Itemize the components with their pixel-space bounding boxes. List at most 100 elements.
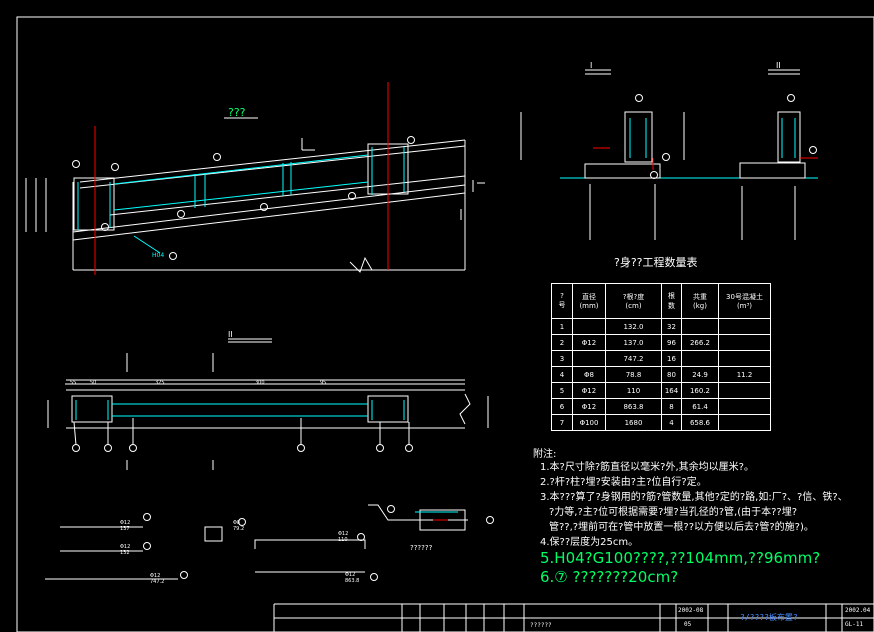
sheet-border — [16, 16, 874, 632]
cell-concrete — [718, 398, 771, 415]
cell-dia — [572, 318, 606, 335]
cell-dia: Φ12 — [572, 382, 606, 399]
dim-d5: 95 — [320, 380, 326, 386]
dim-d2: 50 — [90, 380, 96, 386]
plan-section-label: II — [228, 330, 233, 339]
notes-heading: 附注: — [533, 449, 557, 460]
rebar-a-2: Φ12 — [120, 544, 130, 550]
note-5: 5.H04?G100????,??104mm,??96mm? — [540, 549, 821, 567]
quantity-table: ? 号 直径 (mm) ?根?度 (cm) 根 数 共重 (kg) 30号混凝土… — [551, 283, 771, 431]
section-1-label: I — [590, 61, 592, 70]
cell-dia: Φ12 — [572, 398, 606, 415]
cell-weight: 160.2 — [681, 382, 719, 399]
elevation-view — [25, 82, 485, 275]
header-no: ? 号 — [551, 283, 573, 319]
cell-no: 3 — [551, 350, 573, 367]
rebar-r1: 79.2 — [233, 526, 244, 532]
cell-len: 863.8 — [605, 398, 662, 415]
header-dia: 直径 (mm) — [572, 283, 606, 319]
cell-no: 2 — [551, 334, 573, 351]
cell-len: 110 — [605, 382, 662, 399]
rebar-r5: 747.2 — [150, 579, 164, 585]
cell-concrete — [718, 318, 771, 335]
rebar-r3: 132 — [120, 550, 130, 556]
cell-count: 4 — [661, 414, 682, 431]
rebar-r4: 137 — [120, 526, 130, 532]
cell-no: 5 — [551, 382, 573, 399]
tb-project: ?????? — [530, 622, 552, 629]
cell-weight — [681, 318, 719, 335]
tb-sheet: GL-11 — [845, 621, 864, 628]
header-concrete: 30号混凝土 (m³) — [718, 283, 771, 319]
cell-count: 164 — [661, 382, 682, 399]
cell-count: 16 — [661, 350, 682, 367]
dim-d1: 55 — [70, 380, 76, 386]
cell-concrete — [718, 382, 771, 399]
note-6: 6.⑦ ???????20cm? — [540, 568, 679, 586]
cell-count: 96 — [661, 334, 682, 351]
cell-dia: Φ8 — [572, 366, 606, 383]
tb-subtitle: ?/????板布置? — [740, 613, 798, 622]
h04-label: H04 — [152, 252, 164, 259]
cell-concrete: 11.2 — [718, 366, 771, 383]
cell-count: 80 — [661, 366, 682, 383]
rebar-a-4: Φ12 — [338, 531, 348, 537]
cell-len: 747.2 — [605, 350, 662, 367]
note-3a: 3.本???算了?身钢用的?筋?管数量,其他?定的?路,如:厂?、?信、铁?、 — [540, 492, 848, 503]
rebar-a-1: Φ12 — [120, 520, 130, 526]
cell-len: 1680 — [605, 414, 662, 431]
note-2: 2.?杆?柱?埋?安装由?主?位自行?定。 — [540, 477, 707, 488]
plan-view — [47, 338, 489, 470]
rebar-a-3: Φ12 — [150, 573, 160, 579]
cell-weight — [681, 350, 719, 367]
cell-weight: 24.9 — [681, 366, 719, 383]
cell-dia: Φ12 — [572, 334, 606, 351]
title-block — [273, 603, 874, 632]
elevation-title: ??? — [228, 106, 246, 119]
rebar-details — [45, 504, 494, 581]
cell-count: 8 — [661, 398, 682, 415]
rebar-r2: 110 — [338, 537, 348, 543]
cell-len: 137.0 — [605, 334, 662, 351]
rebar-a-5: Φ12 — [345, 572, 355, 578]
table-title: ?身??工程数量表 — [614, 256, 698, 269]
header-len: ?根?度 (cm) — [605, 283, 662, 319]
tb-year: 2002.04 — [845, 607, 871, 614]
note-4: 4.保??层度为25cm。 — [540, 537, 639, 548]
cell-no: 7 — [551, 414, 573, 431]
rebar-b: Φ8 — [233, 520, 240, 526]
cell-weight: 61.4 — [681, 398, 719, 415]
cell-len: 132.0 — [605, 318, 662, 335]
header-weight: 共重 (kg) — [681, 283, 719, 319]
note-1: 1.本?尺寸除?筋直径以毫米?外,其余均以厘米?。 — [540, 462, 754, 473]
cell-weight: 658.6 — [681, 414, 719, 431]
cell-len: 78.8 — [605, 366, 662, 383]
bridge-label: ?????? — [410, 544, 433, 552]
section-2-label: II — [776, 61, 781, 70]
cell-concrete — [718, 350, 771, 367]
dim-d3: 325 — [155, 380, 165, 386]
note-3c: 管??,?埋前可在?管中放置一根??以方便以后去?管?的施?)。 — [549, 522, 814, 533]
header-count: 根 数 — [661, 283, 682, 319]
note-3b: ?力等,?主?位可根据需要?埋?当孔径的?管,(由于本??埋? — [549, 507, 798, 518]
cell-dia — [572, 350, 606, 367]
cell-dia: Φ100 — [572, 414, 606, 431]
tb-date: 2002-08 — [678, 607, 704, 614]
rebar-r6: 863.8 — [345, 578, 359, 584]
dim-d4: 300 — [255, 380, 265, 386]
cell-no: 4 — [551, 366, 573, 383]
cell-weight: 266.2 — [681, 334, 719, 351]
cell-no: 6 — [551, 398, 573, 415]
cell-concrete — [718, 334, 771, 351]
cell-count: 32 — [661, 318, 682, 335]
cell-no: 1 — [551, 318, 573, 335]
